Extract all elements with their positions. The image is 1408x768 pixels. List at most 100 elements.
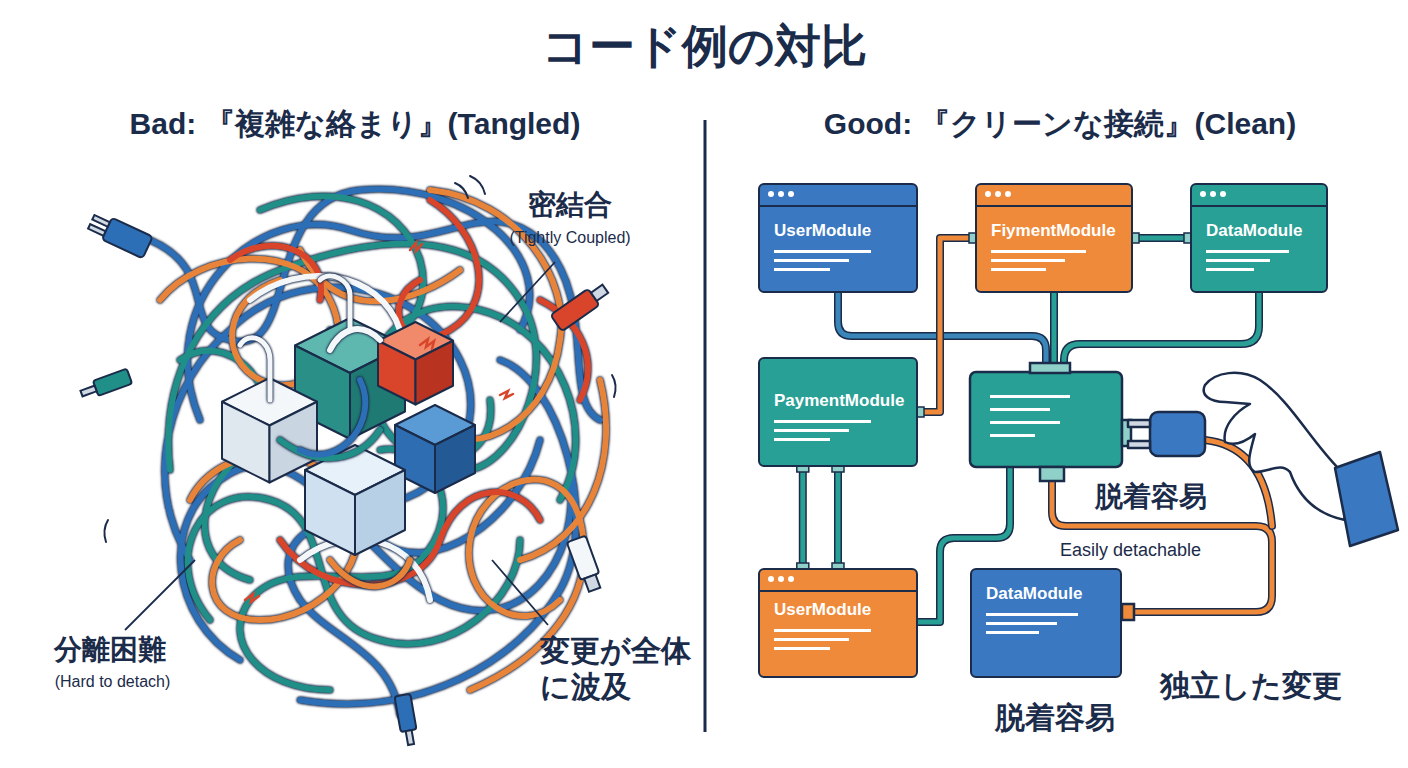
- module-name: UserModule: [760, 592, 916, 620]
- window-dot: [768, 191, 774, 197]
- window-dot: [995, 191, 1001, 197]
- plugs: [79, 210, 611, 745]
- connector-outline: [1133, 234, 1190, 242]
- jack: [395, 694, 419, 746]
- cube-face: [416, 341, 454, 405]
- module-name: FiymentModule: [977, 207, 1131, 241]
- text-label: 分離困難: [25, 633, 195, 667]
- plug-body: [1150, 412, 1205, 456]
- module-name: DataModule: [972, 570, 1120, 604]
- module-name: UserModule: [760, 207, 916, 241]
- text-label: 脱着容易: [995, 700, 1145, 736]
- plug-prong: [88, 224, 106, 236]
- wire: [240, 338, 270, 400]
- usb-plug: [567, 536, 604, 594]
- usb-body: [567, 536, 599, 580]
- plug-end: [1122, 604, 1134, 620]
- text-line: [774, 259, 849, 262]
- connector-outline: [834, 467, 842, 568]
- jack: [79, 369, 132, 401]
- wire: [330, 560, 410, 586]
- connector: [1127, 233, 1196, 243]
- wire-outline: [1050, 293, 1058, 366]
- connector: [797, 462, 844, 573]
- plug-prong: [591, 285, 608, 301]
- wire: [330, 329, 380, 350]
- leader-lines: [125, 262, 555, 630]
- text-line: [991, 250, 1086, 253]
- usb-tip: [584, 575, 600, 592]
- text-line: [774, 629, 871, 632]
- text-line: [1206, 250, 1289, 253]
- text-label: Good: 『クリーンな接続』(Clean): [730, 106, 1390, 142]
- text-line: [774, 268, 830, 271]
- spark: [500, 391, 513, 398]
- window-dot: [985, 191, 991, 197]
- motion-mark: [612, 375, 616, 397]
- spark: [420, 339, 434, 349]
- text-line: [990, 408, 1050, 411]
- text-line: [774, 429, 849, 432]
- connector-outline: [918, 238, 975, 412]
- window-dot: [778, 576, 784, 582]
- wire: [1052, 293, 1057, 366]
- text-label: Easily detachable: [1060, 540, 1260, 562]
- text-label: 変更が全体 に波及: [540, 633, 706, 705]
- leader-line: [125, 560, 195, 630]
- text-line: [774, 420, 871, 423]
- cube-face: [305, 470, 355, 555]
- connector-line: [1133, 236, 1190, 241]
- text-line: [774, 647, 830, 650]
- cube-face: [435, 425, 475, 493]
- spark: [410, 243, 422, 251]
- cubes: [222, 318, 475, 555]
- text-line: [986, 613, 1078, 616]
- module-name: DataModule: [1192, 207, 1326, 241]
- text-line: [991, 268, 1046, 271]
- text-label: (Tightly Coupled): [470, 228, 670, 247]
- module-box: UserModule: [758, 568, 918, 678]
- connector-outline: [799, 467, 807, 568]
- window-dot: [1200, 191, 1206, 197]
- jack-tip: [406, 730, 414, 745]
- text-line: [986, 622, 1057, 625]
- text-label: 密結合: [490, 188, 650, 222]
- plug-prong: [92, 215, 110, 227]
- cube: [395, 405, 475, 493]
- cube: [378, 322, 453, 405]
- text-line: [990, 434, 1035, 437]
- motion-mark: [470, 176, 485, 194]
- text-line: [990, 421, 1060, 424]
- text-line: [774, 638, 849, 641]
- leader-line: [500, 262, 555, 322]
- text-label: (Hard to detach): [15, 672, 210, 691]
- connector-line: [918, 238, 975, 412]
- divider: [704, 120, 707, 732]
- front-wires: [240, 276, 410, 586]
- text-label: Bad: 『複雑な絡まり』(Tangled): [30, 106, 680, 142]
- plug: [86, 210, 152, 258]
- wire: [300, 380, 365, 455]
- connector-line: [800, 467, 805, 568]
- window-dot: [1005, 191, 1011, 197]
- module-box: UserModule: [758, 183, 918, 293]
- module-box: DataModule: [970, 568, 1122, 678]
- wire: [399, 200, 479, 338]
- connector: [912, 233, 981, 417]
- window-dot: [788, 191, 794, 197]
- cube-face: [222, 402, 270, 483]
- title: コード例の対比: [0, 16, 1408, 78]
- text-label: 脱着容易: [1095, 480, 1245, 514]
- hand-with-plug: [1128, 373, 1398, 546]
- text-line: [1206, 268, 1254, 271]
- text-line: [991, 259, 1065, 262]
- text-line: [986, 631, 1039, 634]
- jack-tip: [80, 386, 96, 397]
- module-box: FiymentModule: [975, 183, 1133, 293]
- sparks: [245, 243, 513, 602]
- text-line: [774, 250, 871, 253]
- wire-outline: [1064, 293, 1259, 366]
- window-bar: [760, 185, 916, 207]
- hand: [1204, 373, 1345, 520]
